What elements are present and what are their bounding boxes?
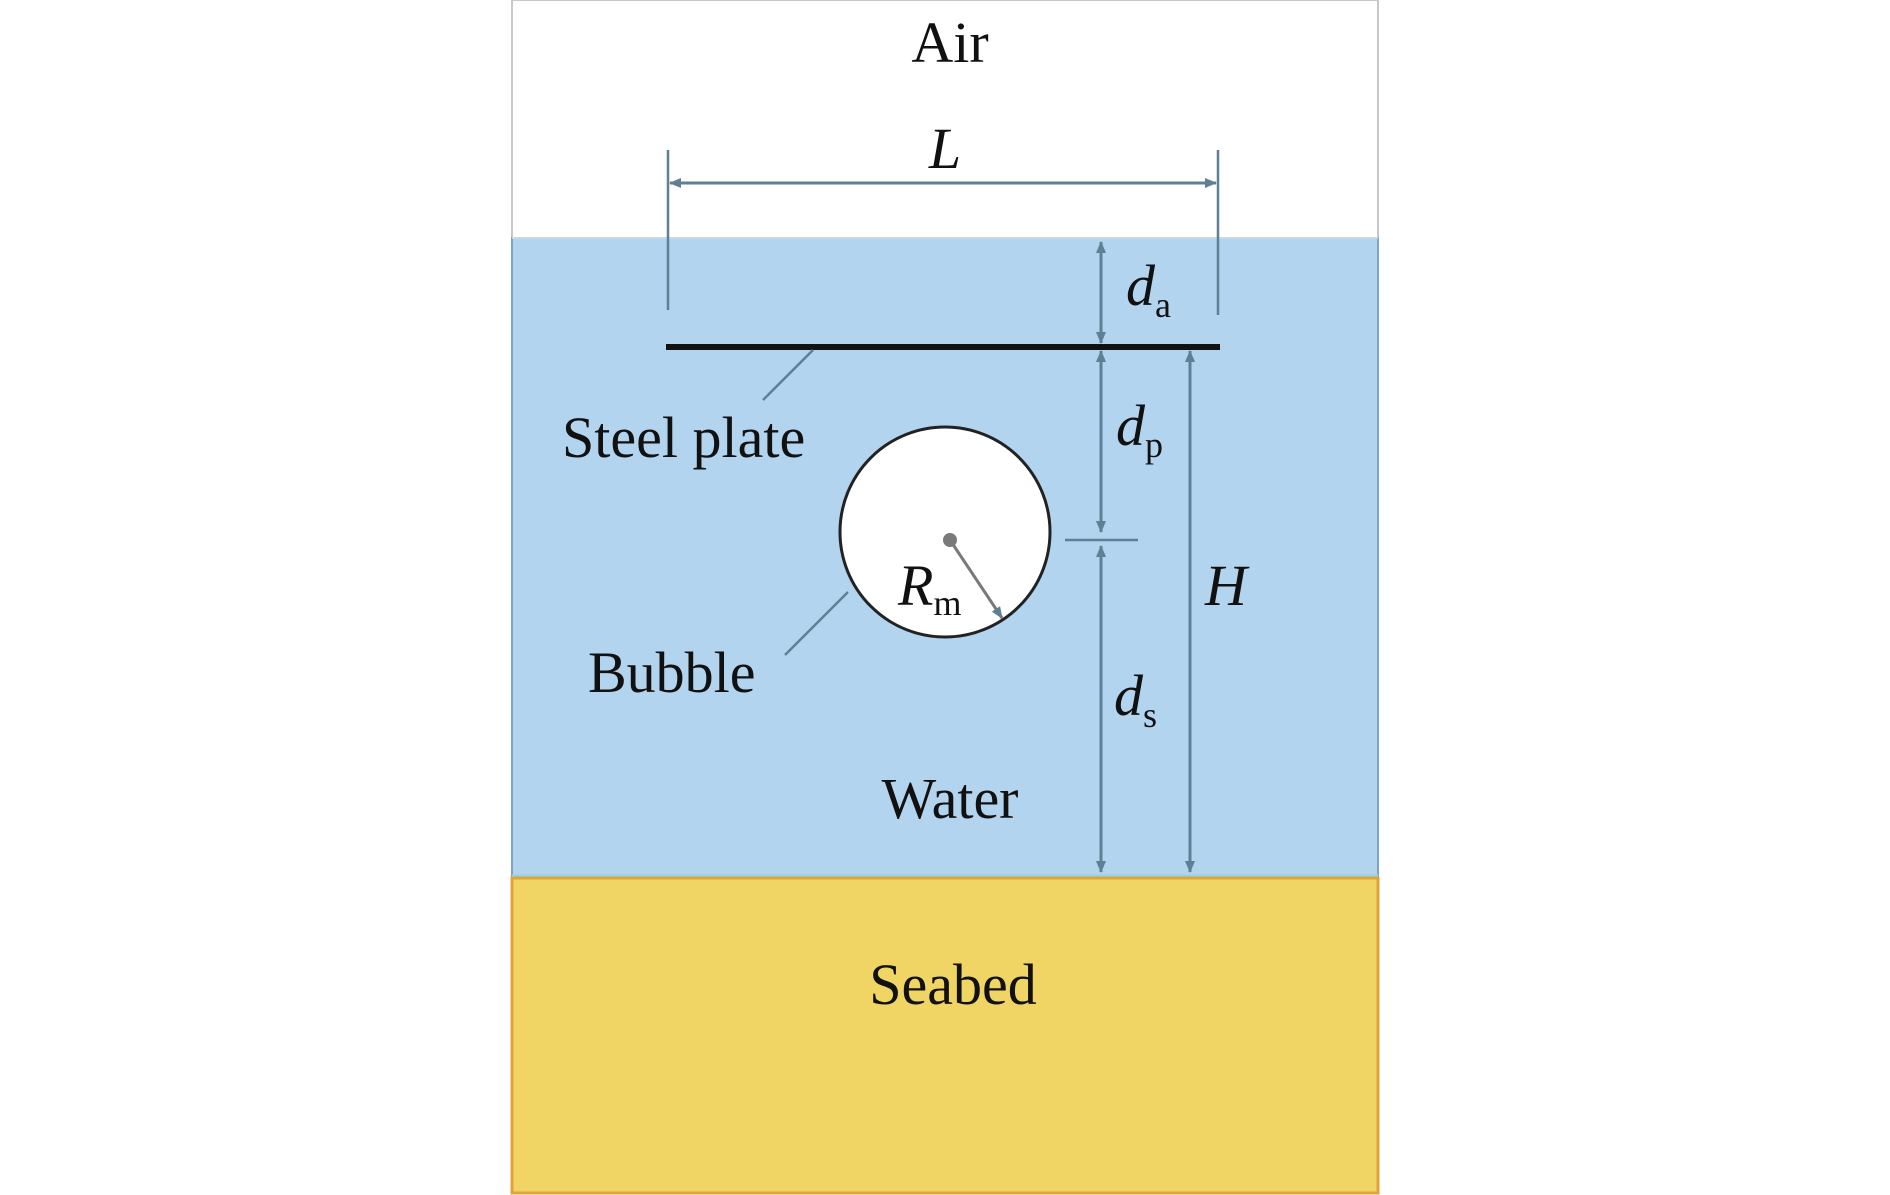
water-label: Water xyxy=(881,766,1018,831)
ds-symbol: ds xyxy=(1114,663,1157,735)
bubble-leader xyxy=(784,591,849,656)
length-symbol: L xyxy=(928,116,961,181)
steel-plate-label: Steel plate xyxy=(562,405,805,470)
steel-plate-leader xyxy=(762,349,814,401)
bubble-radius-arrow xyxy=(948,539,1004,619)
bubble-label: Bubble xyxy=(588,640,756,705)
seabed-region xyxy=(510,876,1380,1195)
da-symbol: da xyxy=(1126,253,1171,325)
air-region xyxy=(511,0,1379,239)
dp-symbol: dp xyxy=(1116,393,1163,465)
seabed-label: Seabed xyxy=(869,952,1037,1017)
bubble-radius-symbol: Rm xyxy=(897,553,961,623)
bubble xyxy=(838,425,1052,639)
air-label: Air xyxy=(911,10,988,75)
length-dimension: L xyxy=(666,116,1220,315)
depth-symbol: H xyxy=(1204,553,1250,618)
